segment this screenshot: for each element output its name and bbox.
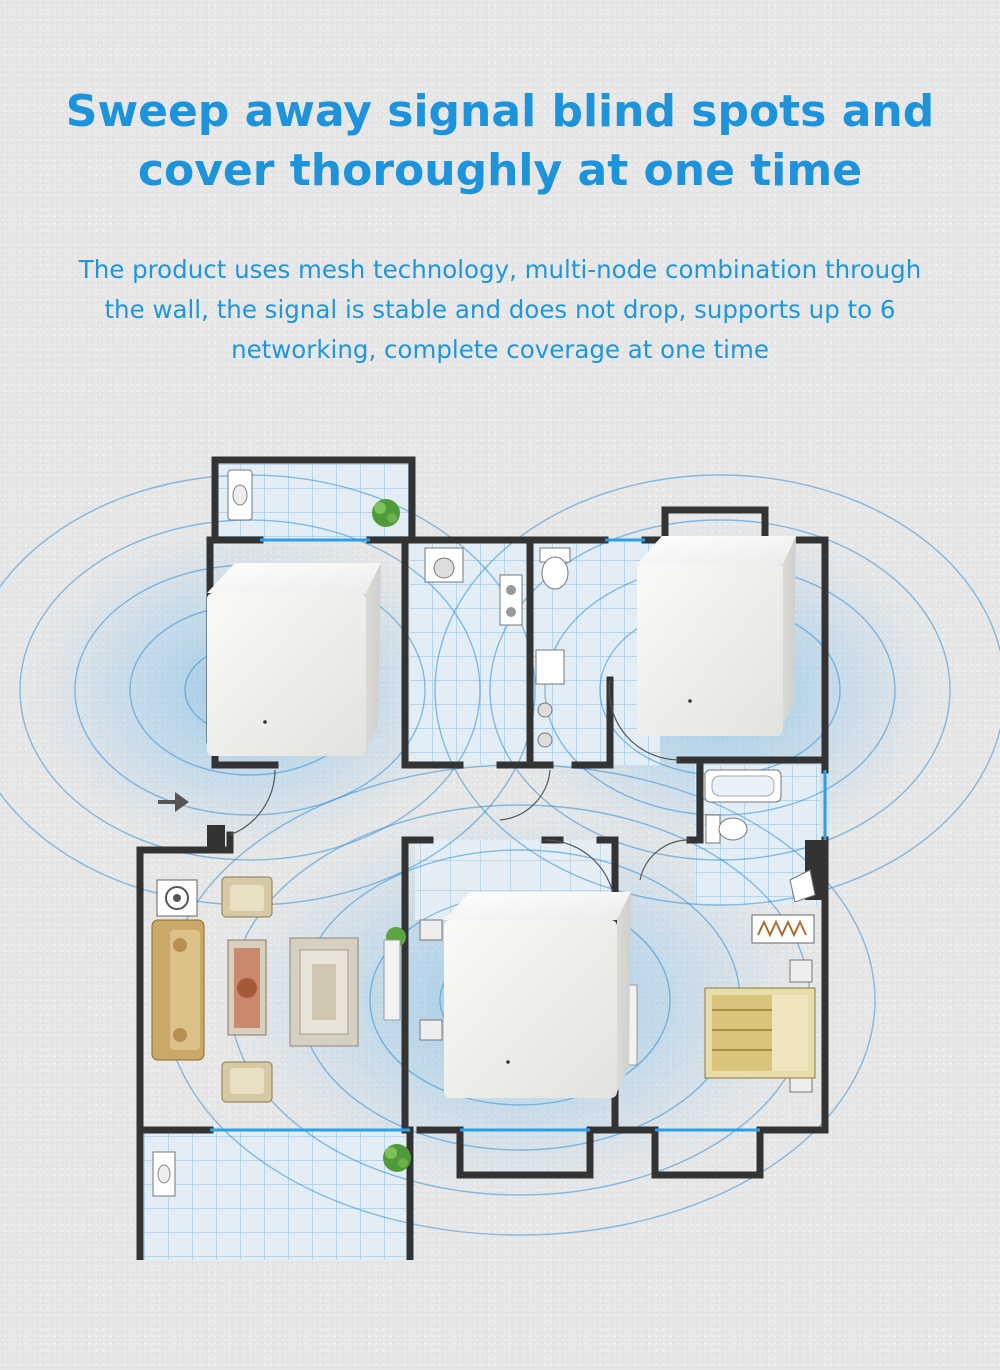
- description-line-1: The product uses mesh technology, multi-…: [78, 255, 922, 284]
- headline-line-1: Sweep away signal blind spots and: [65, 86, 935, 137]
- windows: [210, 538, 827, 1132]
- description-line-2: the wall, the signal is stable and does …: [104, 295, 896, 324]
- mesh-router-node-3: [444, 892, 631, 1098]
- mesh-router-node-1: [207, 563, 381, 756]
- description: The product uses mesh technology, multi-…: [30, 250, 970, 370]
- plant-icon: [372, 499, 400, 527]
- right-arrow-icon: [158, 792, 189, 812]
- headline-line-2: cover thoroughly at one time: [137, 145, 863, 196]
- headline: Sweep away signal blind spots and cover …: [40, 82, 960, 200]
- floor-plan: [0, 456, 1000, 1260]
- description-line-3: networking, complete coverage at one tim…: [231, 335, 769, 364]
- bedroom-furniture: [419, 914, 816, 1093]
- bathroom-fixtures: [152, 469, 816, 1197]
- living-room-furniture: [151, 876, 401, 1103]
- column: [207, 825, 225, 853]
- mesh-router-node-2: [637, 536, 796, 736]
- plant-icon: [383, 1144, 411, 1172]
